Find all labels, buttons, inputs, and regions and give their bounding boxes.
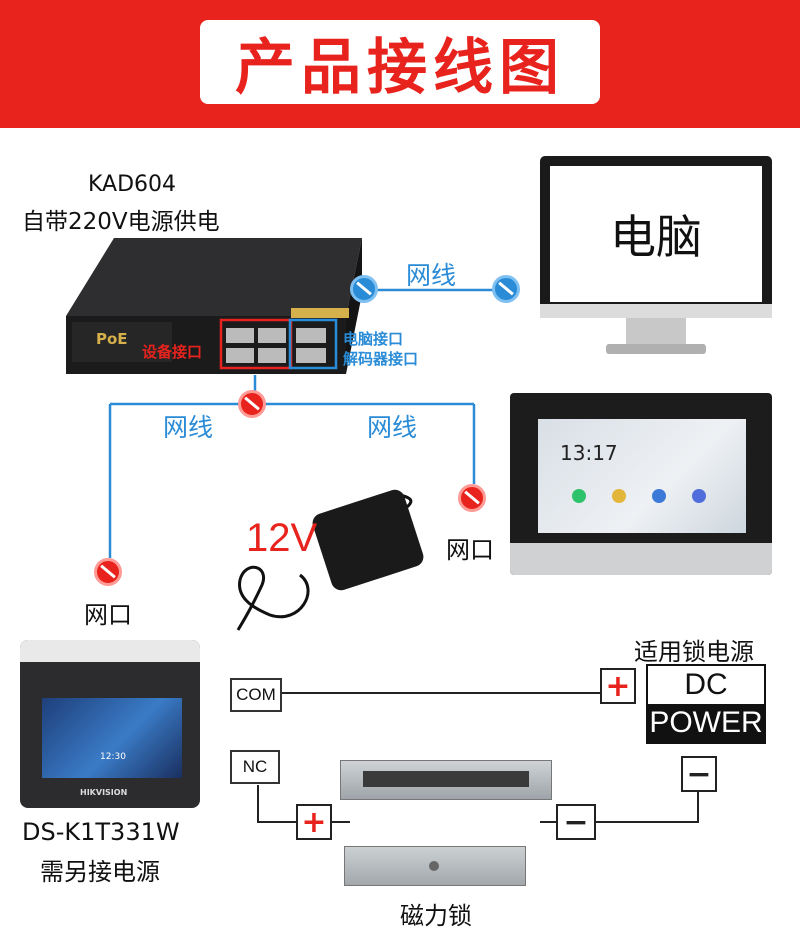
- switch-brand-mark: PoE: [96, 330, 128, 348]
- lock-power-plus: +: [600, 668, 636, 704]
- cable-label-top: 网线: [406, 261, 457, 290]
- poe-switch: PoE: [66, 238, 362, 374]
- terminal-com: COM: [230, 678, 282, 712]
- face-terminal: 12:30 HIKVISION: [20, 640, 200, 808]
- magnetic-lock-body: [340, 760, 552, 800]
- title-box: 产品接线图: [200, 20, 600, 104]
- lock-plus: +: [296, 804, 332, 840]
- wire-minus-power: [596, 792, 699, 823]
- indoor-station: 13:17: [510, 393, 772, 575]
- face-screen-time: 12:30: [100, 752, 126, 762]
- face-port-label: 网口: [84, 601, 132, 629]
- cable-label-left: 网线: [163, 413, 214, 442]
- dc-power-box: DC POWER: [646, 664, 766, 744]
- lock-power-title: 适用锁电源: [634, 638, 754, 666]
- device-port-label: 设备接口: [142, 343, 203, 361]
- pc-port-label-2: 解码器接口: [343, 350, 419, 368]
- face-model: DS-K1T331W: [22, 818, 180, 846]
- cable-label-right: 网线: [367, 413, 418, 442]
- indoor-time: 13:17: [560, 441, 618, 465]
- lock-power-minus: −: [681, 756, 717, 792]
- indoor-port-label: 网口: [446, 536, 494, 564]
- page-title: 产品接线图: [235, 32, 565, 103]
- adapter-voltage: 12V: [246, 516, 318, 560]
- connector-switch-pc: [350, 275, 378, 303]
- connector-face: [94, 558, 122, 586]
- terminal-nc: NC: [230, 750, 280, 784]
- connector-indoor: [458, 484, 486, 512]
- lock-minus: −: [556, 804, 596, 840]
- title-banner: 产品接线图: [0, 0, 800, 128]
- adapter-cable: [236, 565, 310, 631]
- connector-pc: [492, 275, 520, 303]
- computer-label: 电脑: [610, 210, 702, 264]
- dc-label: DC: [684, 668, 728, 701]
- power-label: POWER: [648, 704, 764, 742]
- pc-port-label-1: 电脑接口: [343, 330, 404, 348]
- wire-nc: [257, 785, 296, 823]
- switch-power-note: 自带220V电源供电: [22, 209, 220, 235]
- face-brand: HIKVISION: [80, 788, 128, 797]
- connector-switch-device: [238, 390, 266, 418]
- computer-monitor: 电脑: [540, 156, 772, 360]
- switch-model: KAD604: [88, 172, 177, 197]
- lock-label: 磁力锁: [400, 902, 472, 930]
- face-power-note: 需另接电源: [40, 858, 160, 886]
- magnetic-lock-plate: [344, 846, 526, 886]
